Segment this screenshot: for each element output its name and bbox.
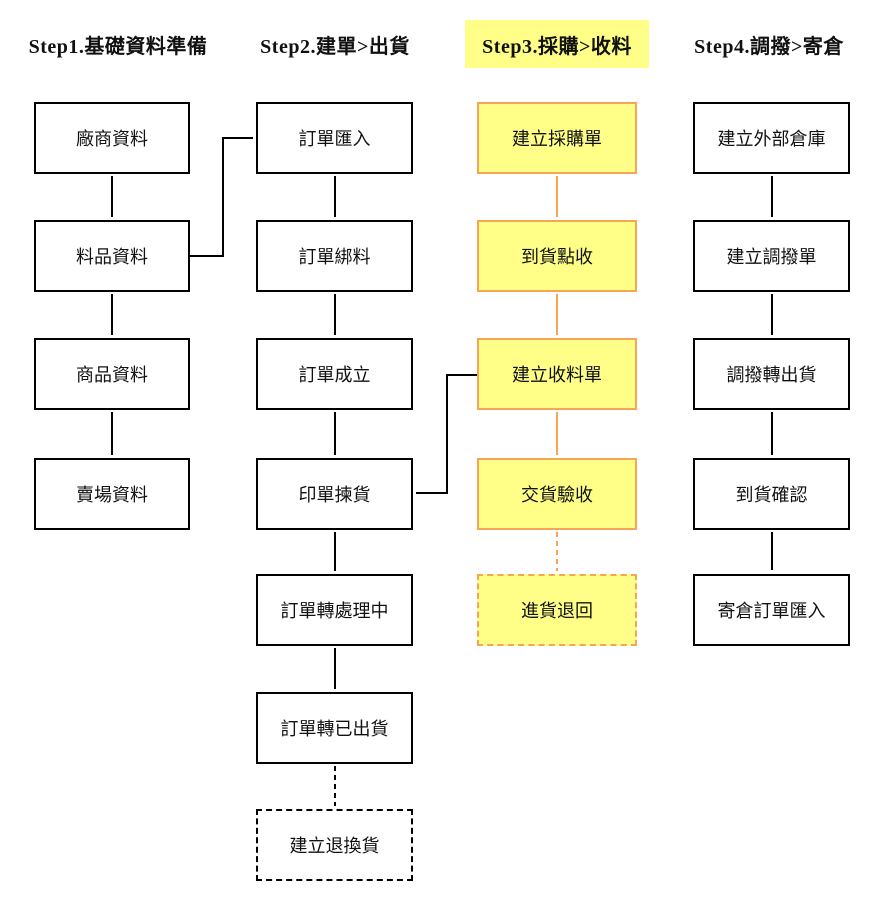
- node-store-data: 賣場資料: [34, 458, 190, 530]
- node-arrival-confirm: 到貨確認: [693, 458, 850, 530]
- column-header-step3: Step3.採購>收料: [465, 20, 649, 68]
- node-arrival-check: 到貨點收: [477, 220, 637, 292]
- connector-receipt-to-print-pick: [416, 374, 477, 494]
- node-order-to-processing: 訂單轉處理中: [256, 574, 413, 646]
- connector-item-data-to-order-import: [190, 137, 253, 257]
- node-order-import: 訂單匯入: [256, 102, 413, 174]
- node-delivery-inspection: 交貨驗收: [477, 458, 637, 530]
- node-order-established: 訂單成立: [256, 338, 413, 410]
- node-create-receipt: 建立收料單: [477, 338, 637, 410]
- column-header-step1: Step1.基礎資料準備: [28, 35, 208, 58]
- node-order-to-shipped: 訂單轉已出貨: [256, 692, 413, 764]
- node-create-transfer-order: 建立調撥單: [693, 220, 850, 292]
- node-product-data: 商品資料: [34, 338, 190, 410]
- column-header-step4: Step4.調撥>寄倉: [694, 35, 844, 58]
- node-create-purchase-order: 建立採購單: [477, 102, 637, 174]
- node-print-pick: 印單揀貨: [256, 458, 413, 530]
- node-vendor-data: 廠商資料: [34, 102, 190, 174]
- node-create-external-warehouse: 建立外部倉庫: [693, 102, 850, 174]
- node-item-data: 料品資料: [34, 220, 190, 292]
- node-order-bind-material: 訂單綁料: [256, 220, 413, 292]
- node-consignment-order-import: 寄倉訂單匯入: [693, 574, 850, 646]
- node-transfer-to-shipment: 調撥轉出貨: [693, 338, 850, 410]
- node-create-return-exchange: 建立退換貨: [256, 809, 413, 881]
- node-purchase-return: 進貨退回: [477, 574, 637, 646]
- column-header-step2: Step2.建單>出貨: [260, 35, 410, 58]
